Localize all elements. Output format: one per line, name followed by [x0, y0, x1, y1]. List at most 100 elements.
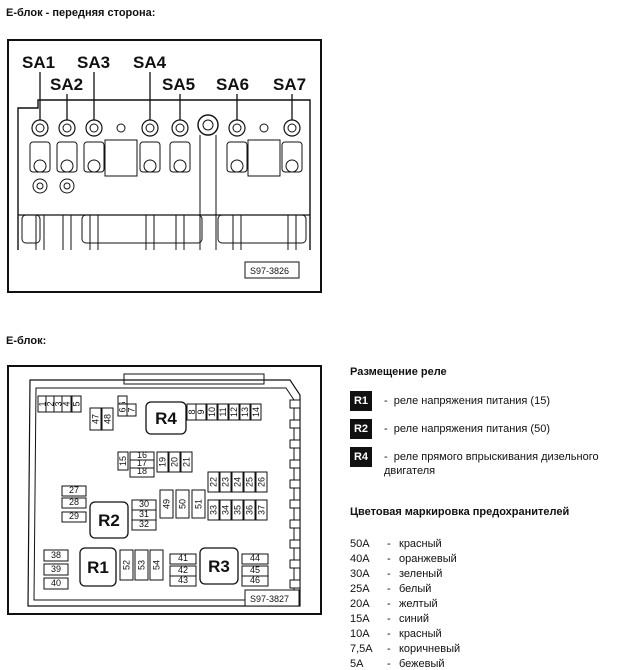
- relay-heading: Размещение реле: [350, 366, 447, 378]
- svg-text:29: 29: [69, 511, 79, 521]
- bolt-top: [85, 119, 103, 137]
- relay-r1: R1: [79, 547, 117, 587]
- bolt-lower-inner: [36, 182, 44, 190]
- svg-text:42: 42: [178, 565, 188, 575]
- fuse-19: 19: [156, 451, 169, 473]
- relay-desc-r4: - реле прямого впрыскивания дизельного д…: [384, 450, 628, 478]
- bolt-mid: [60, 159, 74, 173]
- bolt-mid: [33, 159, 47, 173]
- bolt-inner: [287, 123, 297, 133]
- fuse-21: 21: [180, 451, 193, 473]
- side-connector: [289, 419, 301, 429]
- fuse-amp: 25A: [350, 583, 370, 595]
- slot-label-sa5: SA5: [162, 75, 195, 94]
- bolt-mid: [285, 159, 299, 173]
- bolt-mid: [87, 159, 101, 173]
- svg-text:R4: R4: [155, 409, 177, 428]
- fuse-37: 37: [255, 499, 268, 521]
- fuse-color: зеленый: [399, 568, 443, 580]
- bolt-inner: [175, 123, 185, 133]
- bolt-top: [283, 119, 301, 137]
- side-connector: [289, 519, 301, 529]
- bolt-body: [29, 141, 51, 173]
- fuse-9: 9: [195, 403, 207, 421]
- svg-text:1: 1: [38, 401, 48, 406]
- relay-r2: R2: [89, 501, 129, 539]
- slot-label-sa3: SA3: [77, 53, 110, 72]
- fuse-amp: 20A: [350, 598, 370, 610]
- svg-text:28: 28: [69, 497, 79, 507]
- svg-text:17: 17: [137, 458, 147, 468]
- svg-text:8: 8: [187, 409, 197, 414]
- bolt-top: [31, 119, 49, 137]
- svg-text:51: 51: [194, 499, 204, 509]
- bolt-inner: [145, 123, 155, 133]
- relay-dash: -: [384, 395, 388, 407]
- svg-text:37: 37: [257, 505, 267, 515]
- fuse-41: 41: [169, 553, 197, 565]
- svg-text:14: 14: [251, 407, 261, 417]
- svg-text:48: 48: [103, 414, 113, 424]
- svg-text:22: 22: [209, 477, 219, 487]
- e-block-caption: S97-3827: [250, 594, 289, 604]
- svg-text:45: 45: [250, 565, 260, 575]
- fuse-color: красный: [399, 628, 442, 640]
- relay-dash: -: [384, 423, 388, 435]
- fuse-dash: -: [387, 628, 391, 640]
- fuse-51: 51: [191, 489, 206, 519]
- svg-text:53: 53: [137, 560, 147, 570]
- svg-text:44: 44: [250, 553, 260, 563]
- bolt-body: [169, 141, 191, 173]
- bolt-top: [141, 119, 159, 137]
- side-connector: [289, 559, 301, 569]
- fuse-amp: 15A: [350, 613, 370, 625]
- fuse-20: 20: [168, 451, 181, 473]
- fuse-43: 43: [169, 575, 197, 587]
- svg-text:27: 27: [69, 485, 79, 495]
- color-heading: Цветовая маркировка предохранителей: [350, 506, 570, 518]
- fuse-amp: 7,5A: [350, 643, 373, 655]
- svg-text:36: 36: [245, 505, 255, 515]
- fuse-22: 22: [207, 471, 220, 493]
- fuse-29: 29: [61, 511, 87, 523]
- e-block-title: E-блок:: [6, 335, 47, 347]
- fuse-12: 12: [228, 403, 240, 421]
- bolt-inner: [35, 123, 45, 133]
- fuse-23: 23: [219, 471, 232, 493]
- relay-r4: R4: [145, 401, 187, 435]
- fuse-block: [247, 139, 281, 177]
- fuse-47: 47: [89, 407, 102, 431]
- svg-text:R3: R3: [208, 557, 230, 576]
- svg-text:39: 39: [51, 564, 61, 574]
- bolt-top: [171, 119, 189, 137]
- svg-text:31: 31: [139, 509, 149, 519]
- fuse-28: 28: [61, 497, 87, 509]
- fuse-24: 24: [231, 471, 244, 493]
- svg-text:41: 41: [178, 553, 188, 563]
- slot-label-sa6: SA6: [216, 75, 249, 94]
- fuse-4: 4: [61, 395, 72, 413]
- svg-text:6: 6: [118, 407, 128, 412]
- fuse-50: 50: [175, 489, 190, 519]
- bolt-mid: [143, 159, 157, 173]
- side-connector: [289, 579, 301, 589]
- fuse-53: 53: [134, 549, 149, 581]
- relay-desc-r2: - реле напряжения питания (50): [384, 422, 634, 436]
- bolt-inner: [62, 123, 72, 133]
- front-side-title: E-блок - передняя сторона:: [6, 7, 156, 19]
- svg-text:2: 2: [46, 401, 56, 406]
- fuse-15: 15: [117, 451, 129, 471]
- svg-text:32: 32: [139, 519, 149, 529]
- svg-text:52: 52: [122, 560, 132, 570]
- fuse-dash: -: [387, 598, 391, 610]
- fuse-dash: -: [387, 643, 391, 655]
- bolt-lower: [59, 178, 75, 194]
- svg-text:20: 20: [170, 457, 180, 467]
- svg-text:46: 46: [250, 575, 260, 585]
- relay-text: реле прямого впрыскивания дизельного дви…: [384, 451, 599, 477]
- svg-text:21: 21: [182, 457, 192, 467]
- fuse-grid: 123456678910111213144748R415161718192021…: [37, 395, 301, 590]
- bolt-body: [83, 141, 105, 173]
